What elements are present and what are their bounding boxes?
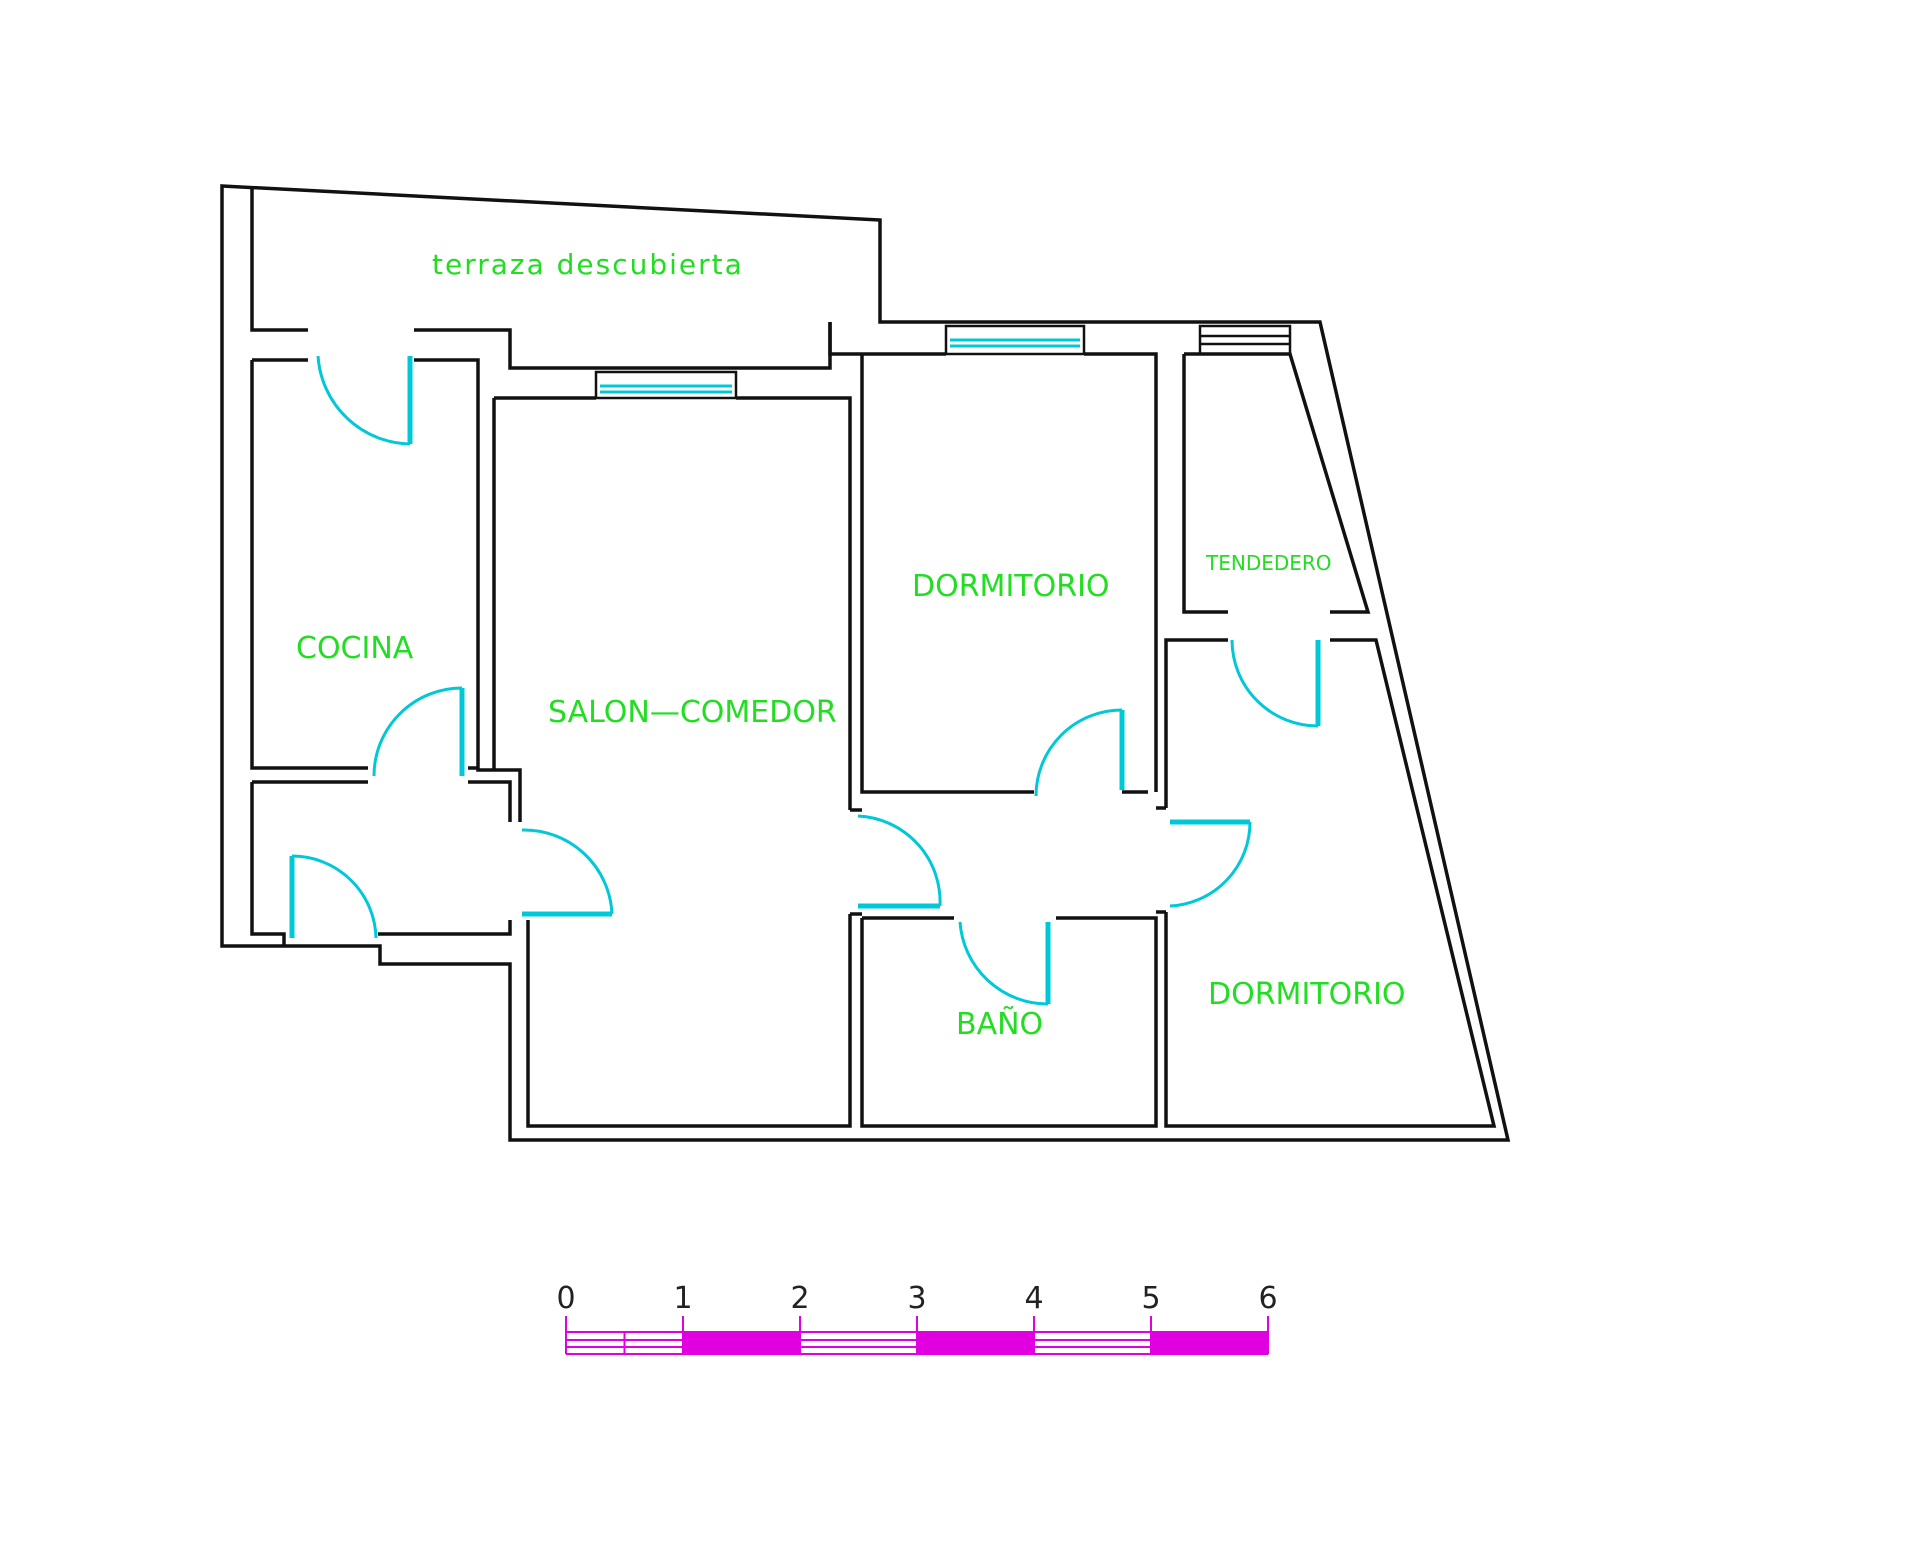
door-hall-salon xyxy=(521,828,614,917)
label-bano: BAÑO xyxy=(956,1006,1043,1042)
scale-segment-filled xyxy=(916,1331,1035,1355)
windows xyxy=(594,324,1292,400)
hall-wall xyxy=(250,782,512,946)
door-kitchen-hall xyxy=(372,686,465,777)
walls xyxy=(220,184,1511,1142)
kitchen-lower-wall xyxy=(252,780,512,822)
scale-bar: 0 1 2 3 4 5 6 xyxy=(556,1281,1278,1355)
outer-wall xyxy=(220,184,1511,1142)
door-dormitorio-1 xyxy=(1034,708,1125,797)
window-salon xyxy=(594,370,738,400)
scale-segment-filled xyxy=(682,1331,801,1355)
door-tendedero xyxy=(1230,639,1321,728)
terrace-inner-wall xyxy=(250,186,308,332)
dormitorio-1-outer xyxy=(828,322,862,356)
scale-segment-filled xyxy=(1150,1331,1269,1355)
scale-label: 4 xyxy=(1024,1281,1043,1316)
hall-middle-wall xyxy=(850,806,1166,916)
label-tendedero: TENDEDERO xyxy=(1205,551,1332,575)
label-terraza: terraza descubierta xyxy=(432,248,744,281)
doors xyxy=(289,355,1321,1006)
door-entrance xyxy=(289,854,378,939)
label-cocina: COCINA xyxy=(296,631,414,666)
scale-label: 2 xyxy=(790,1281,809,1316)
dormitorio-1-wall xyxy=(860,352,1158,794)
scale-label: 1 xyxy=(673,1281,692,1316)
scale-label: 5 xyxy=(1141,1281,1160,1316)
kitchen-left-wall xyxy=(250,360,478,770)
scale-label: 6 xyxy=(1258,1281,1277,1316)
scale-label: 0 xyxy=(556,1281,575,1316)
kitchen-wall xyxy=(252,358,522,822)
door-dormitorio-2 xyxy=(1169,819,1252,908)
label-dormitorio-2: DORMITORIO xyxy=(1208,977,1406,1012)
label-salon: SALON—COMEDOR xyxy=(548,695,837,730)
door-bano xyxy=(958,921,1051,1006)
scale-label: 3 xyxy=(907,1281,926,1316)
dormitorio-2-wall xyxy=(1164,638,1497,1128)
door-salon-corridor xyxy=(857,814,942,909)
salon-wall xyxy=(492,396,852,1128)
label-dormitorio-1: DORMITORIO xyxy=(912,569,1110,604)
bano-wall xyxy=(860,916,1158,1128)
window-dormitorio xyxy=(944,324,1086,356)
room-labels: terraza descubierta COCINA SALON—COMEDOR… xyxy=(296,248,1406,1042)
door-terrace-kitchen xyxy=(316,355,413,446)
window-tendedero xyxy=(1198,324,1292,356)
